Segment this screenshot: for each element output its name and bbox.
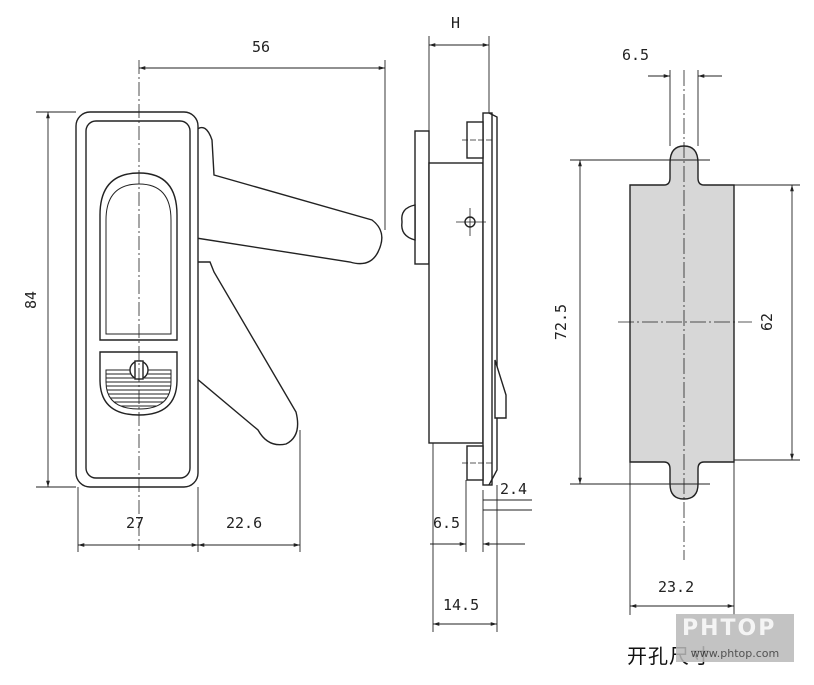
dim-body-width: 27	[126, 514, 144, 532]
lock-body-inner	[85, 120, 191, 479]
side-dimensions	[428, 36, 532, 632]
side-flange	[414, 130, 430, 265]
dim-depth-total: 14.5	[443, 596, 479, 614]
watermark: PHTOP www.phtop.com	[676, 614, 794, 662]
dim-cutout-total-height: 72.5	[552, 304, 570, 340]
front-view	[75, 60, 383, 550]
front-dimensions	[36, 60, 386, 552]
side-plate	[482, 112, 493, 486]
side-housing	[428, 162, 484, 444]
side-view	[401, 112, 507, 486]
latch-tongue	[494, 359, 507, 419]
handle-lower-arm	[195, 261, 299, 446]
dim-depth-2-4: 2.4	[500, 480, 527, 498]
handle-upper-arm	[195, 126, 383, 265]
key-shield-hatch	[105, 369, 172, 410]
dim-depth-6-5: 6.5	[433, 514, 460, 532]
push-button-inner	[105, 183, 172, 335]
dim-handle-reach: 22.6	[226, 514, 262, 532]
dim-cutout-height: 62	[758, 313, 776, 331]
watermark-logo: PHTOP	[682, 616, 777, 641]
dim-overall-width: 56	[252, 38, 270, 56]
dim-cutout-slot-width: 6.5	[622, 46, 649, 64]
key-knob	[401, 204, 416, 241]
cutout-dimensions	[570, 70, 800, 615]
side-plate-edge	[488, 112, 498, 486]
dim-depth-h: H	[451, 14, 460, 32]
dim-height: 84	[22, 291, 40, 309]
watermark-url: www.phtop.com	[690, 647, 780, 660]
lock-body-outer	[75, 111, 199, 488]
cutout-shape	[629, 145, 735, 500]
cutout-view	[618, 70, 752, 560]
dim-cutout-width: 23.2	[658, 578, 694, 596]
